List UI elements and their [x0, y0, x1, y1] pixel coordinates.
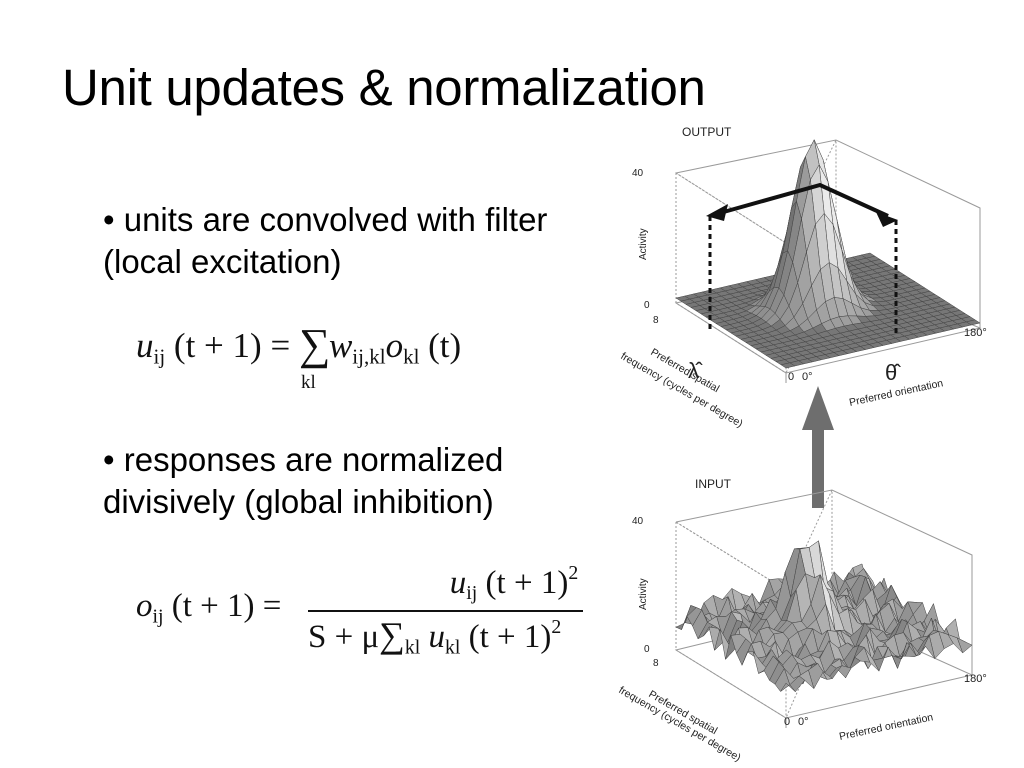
input-right-end: 180° — [964, 673, 987, 685]
input-title: INPUT — [695, 477, 732, 491]
normalization-equation: oij (t + 1) = uij (t + 1)2 S + μ∑kl ukl … — [136, 562, 596, 662]
output-left-corner: 8 — [653, 315, 659, 326]
up-arrow-icon — [802, 386, 834, 508]
input-freq-label-2: frequency (cycles per degree) — [617, 684, 743, 764]
output-bottom-corner: 0 — [788, 371, 794, 383]
input-ytick-top: 40 — [632, 516, 644, 527]
output-right-end: 180° — [964, 327, 987, 339]
bullet-normalization: • responses are normalized divisively (g… — [103, 441, 504, 520]
fraction-bar — [308, 610, 583, 612]
surface-facet — [780, 362, 796, 369]
theta-hat-label: θ̂ — [885, 360, 901, 385]
input-noisy-surface — [675, 540, 973, 693]
output-ylabel: Activity — [638, 228, 649, 260]
output-ytick-bottom: 0 — [644, 300, 650, 311]
surface-facet — [780, 682, 796, 692]
output-plot: OUTPUT 40 0 8 Activity 0 0° 180° λ̂ θ̂ P… — [600, 118, 1010, 448]
output-title: OUTPUT — [682, 125, 732, 139]
output-ytick-top: 40 — [632, 168, 644, 179]
input-plot: INPUT 40 0 8 Activity 0 0° 180° Preferre… — [600, 470, 1010, 768]
input-ytick-bottom: 0 — [644, 644, 650, 655]
output-x-end: 0° — [802, 371, 813, 383]
input-x-end: 0° — [798, 716, 809, 728]
output-peak-surface — [675, 139, 981, 369]
bullet-convolution: • units are convolved with filter (local… — [103, 201, 548, 280]
peak-double-arrow — [706, 182, 898, 227]
input-left-corner: 8 — [653, 658, 659, 669]
slide-title: Unit updates & normalization — [62, 59, 706, 116]
input-bottom-corner: 0 — [784, 716, 790, 728]
input-orient-label: Preferred orientation — [838, 711, 934, 743]
input-ylabel: Activity — [638, 578, 649, 610]
